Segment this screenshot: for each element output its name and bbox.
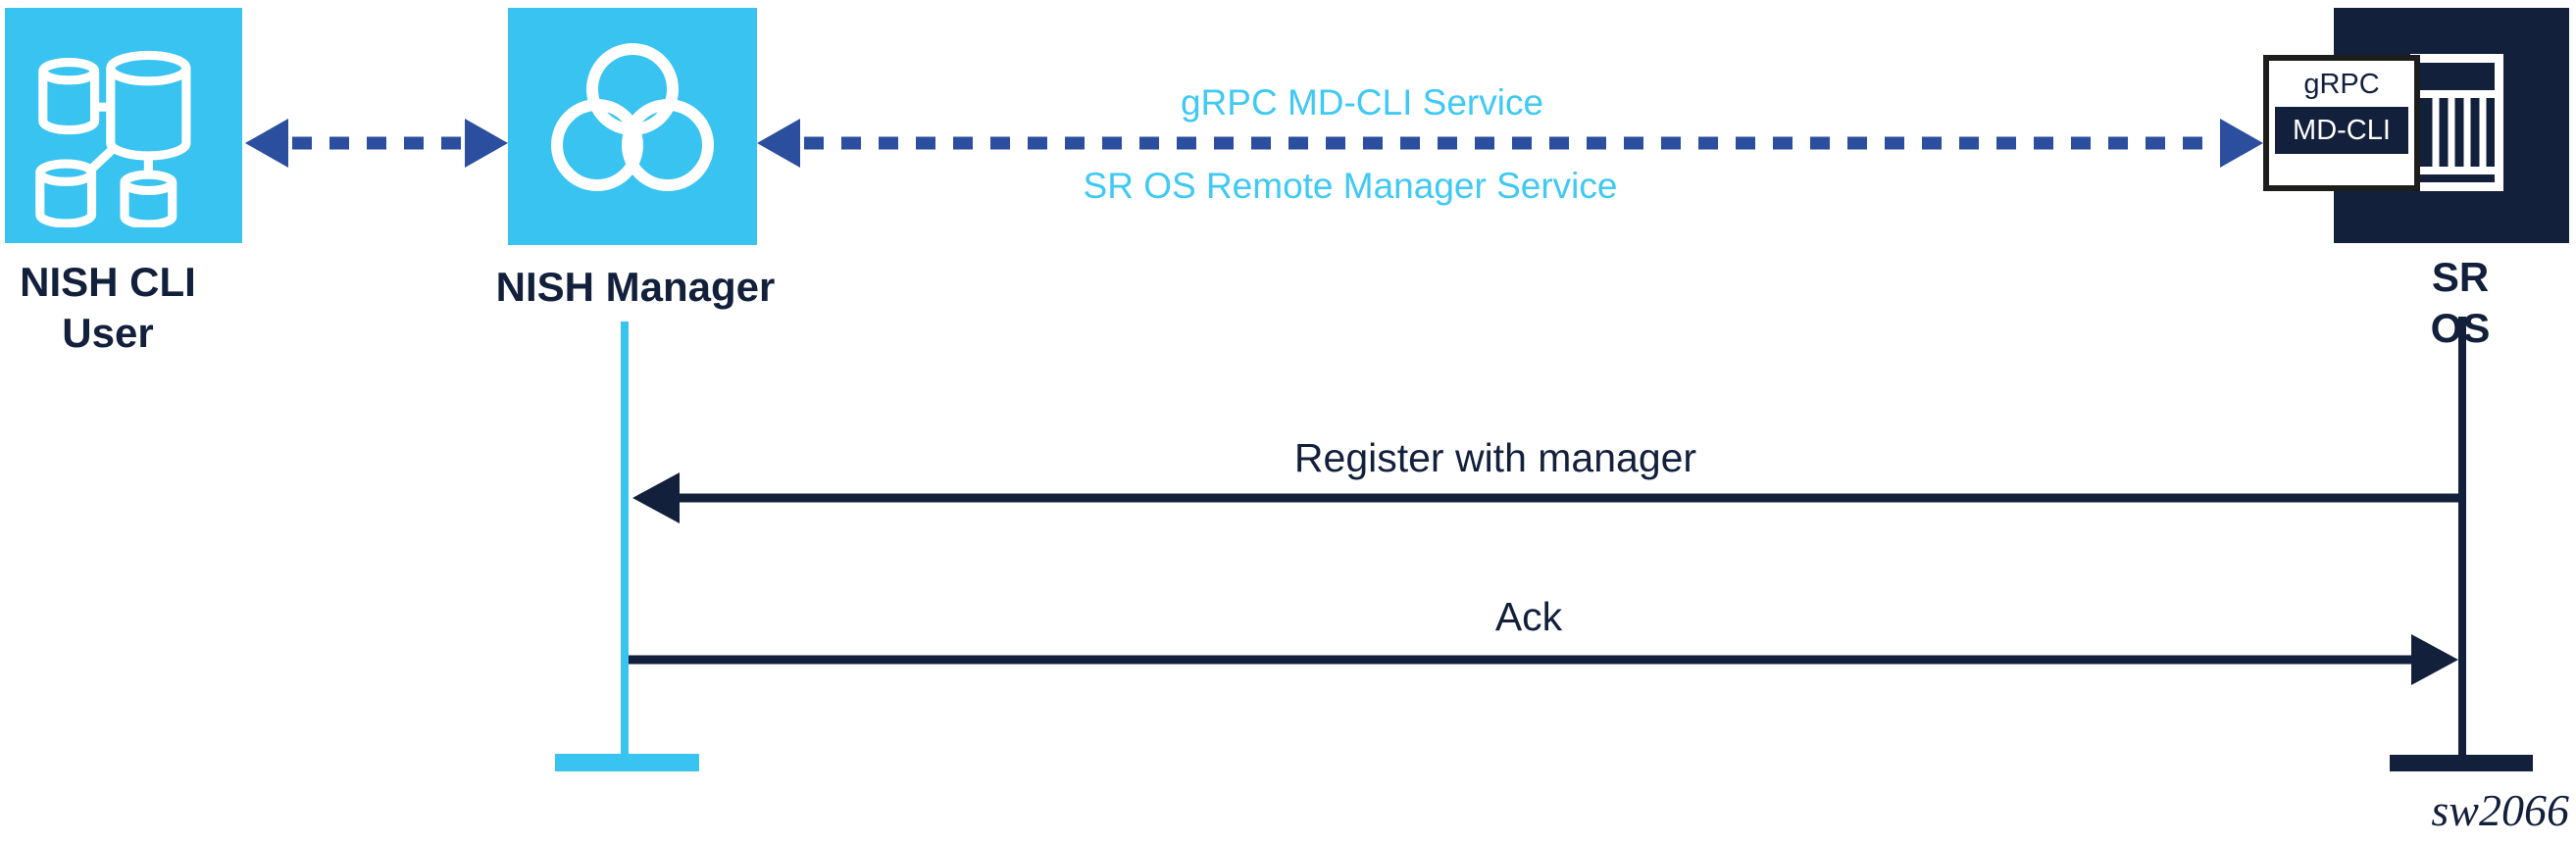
sros-lifeline-foot xyxy=(2390,755,2533,771)
three-circles-icon xyxy=(551,43,714,191)
arrowhead-right-icon xyxy=(465,119,508,168)
mdcli-badge-label: MD-CLI xyxy=(2275,107,2408,154)
manager-node-box xyxy=(508,8,757,245)
dashed-link-user-manager xyxy=(245,119,508,168)
service-label-grpc-mdcli: gRPC MD-CLI Service xyxy=(1180,82,1544,123)
manager-lifeline xyxy=(621,322,629,755)
router-chassis-icon xyxy=(2410,54,2503,191)
ack-message-arrow xyxy=(629,634,2458,685)
arrowhead-right-icon xyxy=(2411,634,2458,685)
sros-lifeline xyxy=(2458,317,2466,756)
user-node-box xyxy=(5,8,242,243)
arrowhead-right-icon xyxy=(2220,119,2263,168)
grpc-mdcli-badge: gRPC MD-CLI xyxy=(2263,55,2420,191)
figure-id: sw2066 xyxy=(2431,785,2569,835)
grpc-badge-label: gRPC xyxy=(2303,69,2380,100)
manager-label: NISH Manager xyxy=(495,264,776,310)
manager-lifeline-foot xyxy=(555,754,699,771)
arrowhead-left-icon xyxy=(757,119,800,168)
service-label-remote-manager: SR OS Remote Manager Service xyxy=(1083,166,1618,206)
arrowhead-left-icon xyxy=(245,119,288,168)
register-message-label: Register with manager xyxy=(1293,435,1697,480)
ack-message-label: Ack xyxy=(1494,594,1563,639)
user-label: NISH CLI User xyxy=(20,259,196,356)
arrowhead-left-icon xyxy=(632,472,680,523)
dashed-link-manager-sros xyxy=(757,119,2263,168)
database-network-icon xyxy=(35,50,191,227)
